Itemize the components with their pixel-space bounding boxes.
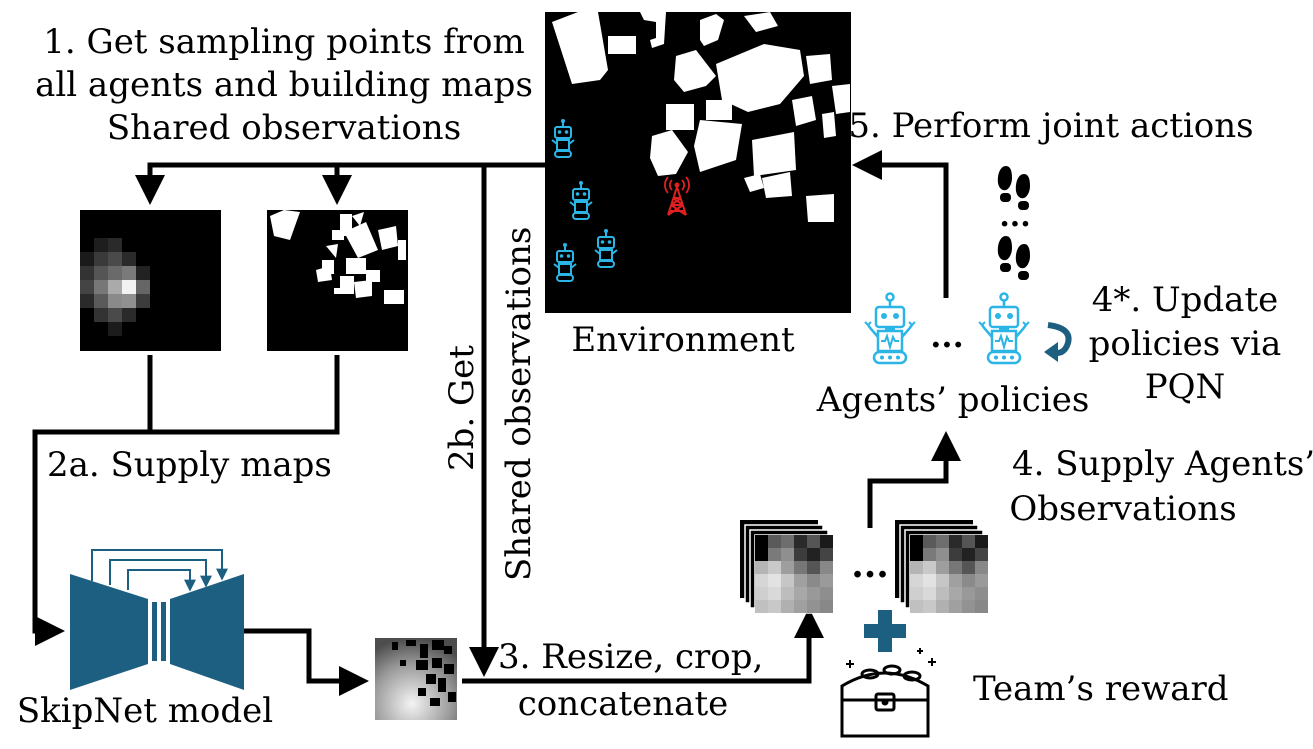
environment-map xyxy=(545,12,851,313)
robot-icon xyxy=(863,292,917,365)
svg-text:PQN: PQN xyxy=(1145,367,1226,407)
step1-label: 1. Get sampling points from all agents a… xyxy=(35,22,533,148)
skipnet-diagram xyxy=(70,549,244,690)
treasure-chest-icon xyxy=(840,648,936,738)
skipnet-label: SkipNet model xyxy=(17,691,273,731)
actions-ellipsis: ... xyxy=(999,199,1030,234)
step2b-label: 2b. Get Shared observations xyxy=(442,227,539,581)
plus-icon xyxy=(864,610,906,652)
antenna-tower-icon xyxy=(664,176,690,216)
observation-ellipsis: ... xyxy=(851,544,889,586)
svg-text:Shared observations: Shared observations xyxy=(499,227,539,581)
sampling-points-heatmap xyxy=(80,210,221,351)
agent-observation-stack xyxy=(894,519,989,614)
step3-label-line2: concatenate xyxy=(518,684,728,724)
curved-arrow-icon xyxy=(1044,322,1072,362)
svg-text:Shared observations: Shared observations xyxy=(107,108,461,148)
svg-text:2b. Get: 2b. Get xyxy=(442,345,482,471)
step3-label: 3. Resize, crop, xyxy=(498,637,763,677)
step2a-label: 2a. Supply maps xyxy=(47,445,332,485)
svg-text:policies via: policies via xyxy=(1089,324,1282,364)
team-reward-label: Team’s reward xyxy=(973,669,1229,709)
footprints-icon xyxy=(997,236,1030,280)
agent-observation-stack xyxy=(739,519,834,614)
building-map xyxy=(267,210,408,351)
svg-text:4*. Update: 4*. Update xyxy=(1092,280,1279,320)
robot-icon xyxy=(977,292,1031,365)
environment-label: Environment xyxy=(571,320,795,360)
step5-label: 5. Perform joint actions xyxy=(848,106,1253,146)
svg-text:1. Get sampling points from: 1. Get sampling points from xyxy=(43,22,524,62)
agents-policies-label: Agents’ policies xyxy=(816,380,1090,420)
svg-text:4. Supply Agents’: 4. Supply Agents’ xyxy=(1012,444,1313,484)
svg-text:Observations: Observations xyxy=(1009,489,1236,529)
step4-label: 4. Supply Agents’ Observations xyxy=(1009,444,1313,529)
pathloss-output-image xyxy=(375,638,457,720)
step4star-label: 4*. Update policies via PQN xyxy=(1089,280,1282,407)
svg-text:all agents and building maps: all agents and building maps xyxy=(35,65,533,105)
flow-arrows xyxy=(32,150,961,696)
agents-ellipsis: ... xyxy=(930,317,963,355)
